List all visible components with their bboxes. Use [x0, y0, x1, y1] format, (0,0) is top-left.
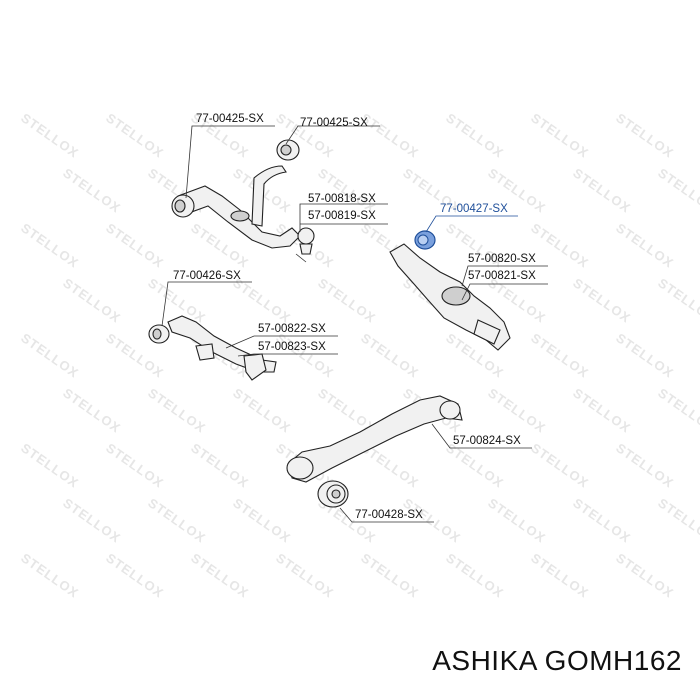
watermark-text: STELLOX	[655, 275, 700, 326]
caption: ASHIKA GOMH162	[432, 645, 682, 676]
part-label: 77-00425-SX	[196, 113, 264, 125]
bushing-link	[148, 324, 170, 344]
watermark-text: STELLOX	[358, 330, 421, 381]
watermark-text: STELLOX	[528, 110, 591, 161]
part-label: 57-00821-SX	[468, 270, 536, 282]
watermark-text: STELLOX	[528, 330, 591, 381]
watermark-text: STELLOX	[188, 550, 251, 601]
watermark-text: STELLOX	[103, 220, 166, 271]
part-label: 77-00426-SX	[173, 270, 241, 282]
watermark-text: STELLOX	[613, 550, 676, 601]
watermark-text: STELLOX	[485, 495, 548, 546]
watermark-text: STELLOX	[485, 385, 548, 436]
watermark-text: STELLOX	[570, 495, 633, 546]
watermark-text: STELLOX	[443, 110, 506, 161]
watermark-text: STELLOX	[273, 550, 336, 601]
watermark-text: STELLOX	[613, 440, 676, 491]
part-labels: 77-00425-SX 77-00425-SX 57-00818-SX 57-0…	[173, 113, 536, 521]
watermark-text: STELLOX	[188, 440, 251, 491]
bushing-upper-left	[171, 194, 195, 218]
watermark-text: STELLOX	[655, 495, 700, 546]
watermark-text: STELLOX	[230, 275, 293, 326]
watermark-text: STELLOX	[145, 495, 208, 546]
part-label: 57-00819-SX	[308, 210, 376, 222]
watermark-text: STELLOX	[358, 110, 421, 161]
watermark-text: STELLOX	[358, 550, 421, 601]
bushing-trailing	[317, 480, 349, 508]
watermark-text: STELLOX	[528, 440, 591, 491]
part-label: 57-00822-SX	[258, 323, 326, 335]
watermark-text: STELLOX	[528, 550, 591, 601]
bushing-upper-right	[276, 139, 300, 161]
watermark-text: STELLOX	[443, 550, 506, 601]
watermark-text: STELLOX	[103, 110, 166, 161]
watermark-text: STELLOX	[613, 110, 676, 161]
watermark-text: STELLOX	[570, 275, 633, 326]
watermark-text: STELLOX	[18, 330, 81, 381]
upper-control-arm	[177, 165, 315, 263]
watermark-text: STELLOX	[613, 220, 676, 271]
watermark-text: STELLOX	[655, 385, 700, 436]
watermark-text: STELLOX	[570, 165, 633, 216]
part-label: 77-00428-SX	[355, 509, 423, 521]
watermark-text: STELLOX	[18, 550, 81, 601]
watermark-text: STELLOX	[18, 220, 81, 271]
watermark-text: STELLOX	[315, 275, 378, 326]
trailing-arm	[286, 395, 463, 483]
part-label: 77-00425-SX	[300, 117, 368, 129]
part-label-highlighted: 77-00427-SX	[440, 203, 508, 215]
part-label: 57-00824-SX	[453, 435, 521, 447]
watermark-text: STELLOX	[655, 165, 700, 216]
bushing-77-00427-highlight	[414, 230, 436, 250]
watermark-text: STELLOX	[18, 110, 81, 161]
watermark-text: STELLOX	[528, 220, 591, 271]
link-arm	[167, 315, 277, 381]
part-label: 57-00823-SX	[258, 341, 326, 353]
part-label: 57-00818-SX	[308, 193, 376, 205]
watermark-text: STELLOX	[60, 165, 123, 216]
watermark-text: STELLOX	[60, 385, 123, 436]
watermark-text: STELLOX	[60, 275, 123, 326]
watermark-text: STELLOX	[145, 385, 208, 436]
watermark-text: STELLOX	[103, 550, 166, 601]
watermark-text: STELLOX	[315, 165, 378, 216]
watermark-text: STELLOX	[18, 440, 81, 491]
watermark-text: STELLOX	[230, 385, 293, 436]
watermark-text: STELLOX	[570, 385, 633, 436]
watermark-text: STELLOX	[60, 495, 123, 546]
watermark-text: STELLOX	[103, 440, 166, 491]
watermark-text: STELLOX	[230, 495, 293, 546]
watermark-text: STELLOX	[273, 330, 336, 381]
watermark-text: STELLOX	[613, 330, 676, 381]
leader-lines	[161, 125, 548, 523]
lower-control-arm	[389, 243, 511, 351]
part-label: 57-00820-SX	[468, 253, 536, 265]
